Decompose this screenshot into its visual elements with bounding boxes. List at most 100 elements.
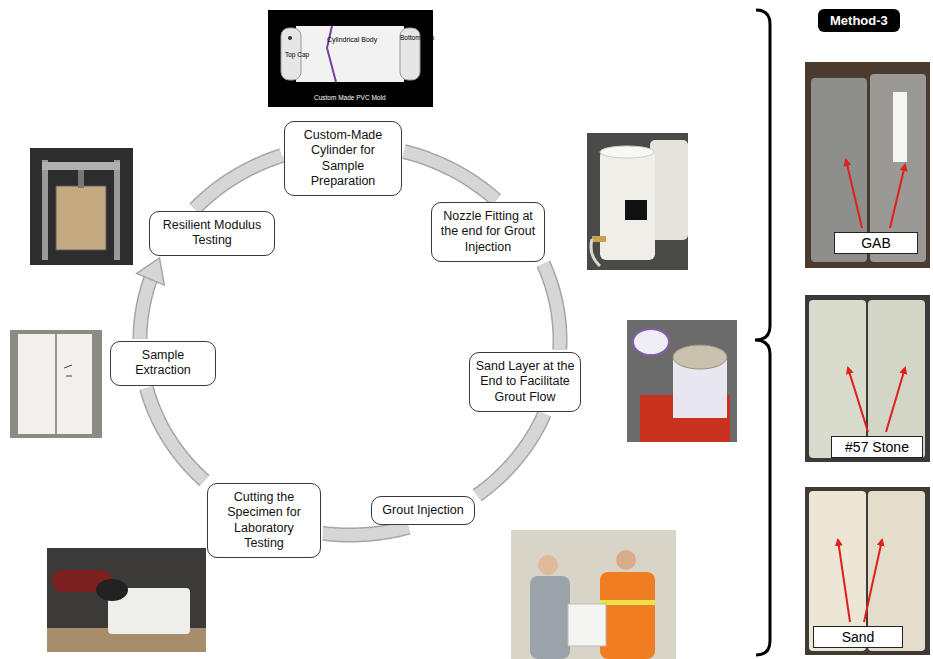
photo-background	[30, 148, 133, 265]
grouted-sample	[809, 300, 866, 458]
sand-top	[673, 345, 727, 369]
ring-outline	[404, 152, 496, 200]
red-leader-arrow	[846, 160, 862, 228]
node-text: GAB	[841, 235, 911, 251]
mold	[568, 604, 606, 646]
material-label: Sand	[813, 626, 903, 648]
arrowhead	[137, 258, 165, 285]
process-box: Sand Layer at the End to Facilitate Grou…	[469, 352, 581, 412]
node-text: #57 Stone	[838, 439, 916, 455]
photo-caption: Bottom Cap	[400, 34, 434, 41]
sand-photo	[805, 487, 930, 655]
grouted-sample	[868, 300, 925, 458]
cylinder-body	[296, 26, 404, 82]
crossbar	[42, 162, 120, 170]
worker-vest	[600, 572, 655, 659]
process-box: Resilient Modulus Testing	[149, 211, 275, 256]
photo-caption: Custom Made PVC Mold	[314, 94, 386, 101]
node-text: Cutting the Specimen for Laboratory Test…	[213, 490, 315, 551]
photo-background	[511, 530, 676, 659]
node-text: Method-3	[830, 13, 888, 28]
ring-band	[477, 414, 544, 495]
ring-outline	[477, 414, 544, 495]
cycle-arrow	[477, 414, 544, 495]
node-text: Sand Layer at the End to Facilitate Grou…	[475, 359, 575, 405]
process-box: Cutting the Specimen for Laboratory Test…	[207, 483, 321, 558]
photo-background	[805, 62, 930, 268]
cycle-arrow	[137, 258, 165, 339]
material-label: #57 Stone	[831, 436, 923, 458]
photo-background	[268, 10, 433, 107]
cycle-arrow	[404, 152, 496, 200]
extraction-photo	[10, 330, 102, 438]
red-leader-arrow	[864, 540, 882, 622]
red-leader-arrow	[848, 368, 868, 432]
sample-tag	[893, 92, 907, 162]
cycle-arrow	[195, 156, 282, 209]
red-leader-arrow	[886, 368, 905, 432]
mold-photo	[268, 10, 433, 107]
ring-outline	[195, 156, 282, 209]
cylinder-top	[600, 146, 654, 158]
cycle-arrow	[543, 264, 560, 350]
red-leader-arrow	[890, 165, 905, 228]
triaxial-cell	[56, 186, 106, 250]
ring-outline	[140, 279, 151, 339]
photo-background	[805, 295, 930, 462]
stone-photo	[805, 295, 930, 462]
photo-background	[10, 330, 102, 438]
split-mold	[18, 334, 92, 434]
photo-background	[47, 548, 206, 652]
pvc-cylinder	[600, 150, 655, 260]
ring-outline	[147, 388, 205, 481]
photo-caption: Top Cap	[285, 51, 309, 58]
ring-band	[404, 152, 496, 200]
process-box: Nozzle Fitting at the end for Grout Inje…	[431, 202, 545, 262]
photo-background	[627, 320, 737, 442]
worker	[530, 576, 570, 659]
ring-band	[140, 279, 151, 339]
node-text: Sand	[820, 629, 896, 645]
photo-background	[805, 487, 930, 655]
node-text: Resilient Modulus Testing	[155, 218, 269, 249]
worker-head	[616, 550, 636, 570]
load-rod	[78, 170, 84, 188]
pvc-cylinder	[650, 140, 688, 240]
nozzle-photo	[587, 133, 688, 270]
node-text: Nozzle Fitting at the end for Grout Inje…	[437, 209, 539, 255]
ring-band	[543, 264, 560, 350]
worker-head	[538, 555, 558, 575]
marker-line	[327, 26, 336, 82]
method-tag: Method-3	[818, 9, 900, 32]
curly-bracket	[755, 10, 770, 655]
cycle-arrow	[147, 388, 205, 481]
node-text: Sample Extraction	[116, 348, 210, 379]
hose	[591, 239, 600, 266]
cutting-photo	[47, 548, 206, 652]
pen-marks	[64, 365, 72, 376]
process-box: Grout Injection	[371, 496, 475, 525]
ring-band	[195, 156, 282, 209]
ring-band	[147, 388, 205, 481]
node-text: Grout Injection	[377, 503, 469, 518]
frame-post	[114, 160, 120, 260]
end-cap	[633, 329, 669, 355]
glove	[96, 579, 128, 601]
ring-outline	[323, 527, 408, 535]
nozzle-hole	[288, 36, 292, 40]
ring-band	[323, 527, 408, 535]
material-label: GAB	[834, 232, 918, 254]
brass-nozzle	[592, 236, 606, 242]
grout-injection-photo	[511, 530, 676, 659]
sand-layer-photo	[627, 320, 737, 442]
vest-stripe	[600, 600, 655, 605]
frame-post	[42, 160, 48, 260]
photo-caption: Cylindrical Body	[327, 36, 377, 44]
ring-outline	[543, 264, 560, 350]
black-tape	[625, 200, 647, 220]
process-box: Sample Extraction	[110, 341, 216, 386]
cycle-arrow	[323, 527, 408, 535]
gab-photo	[805, 62, 930, 268]
